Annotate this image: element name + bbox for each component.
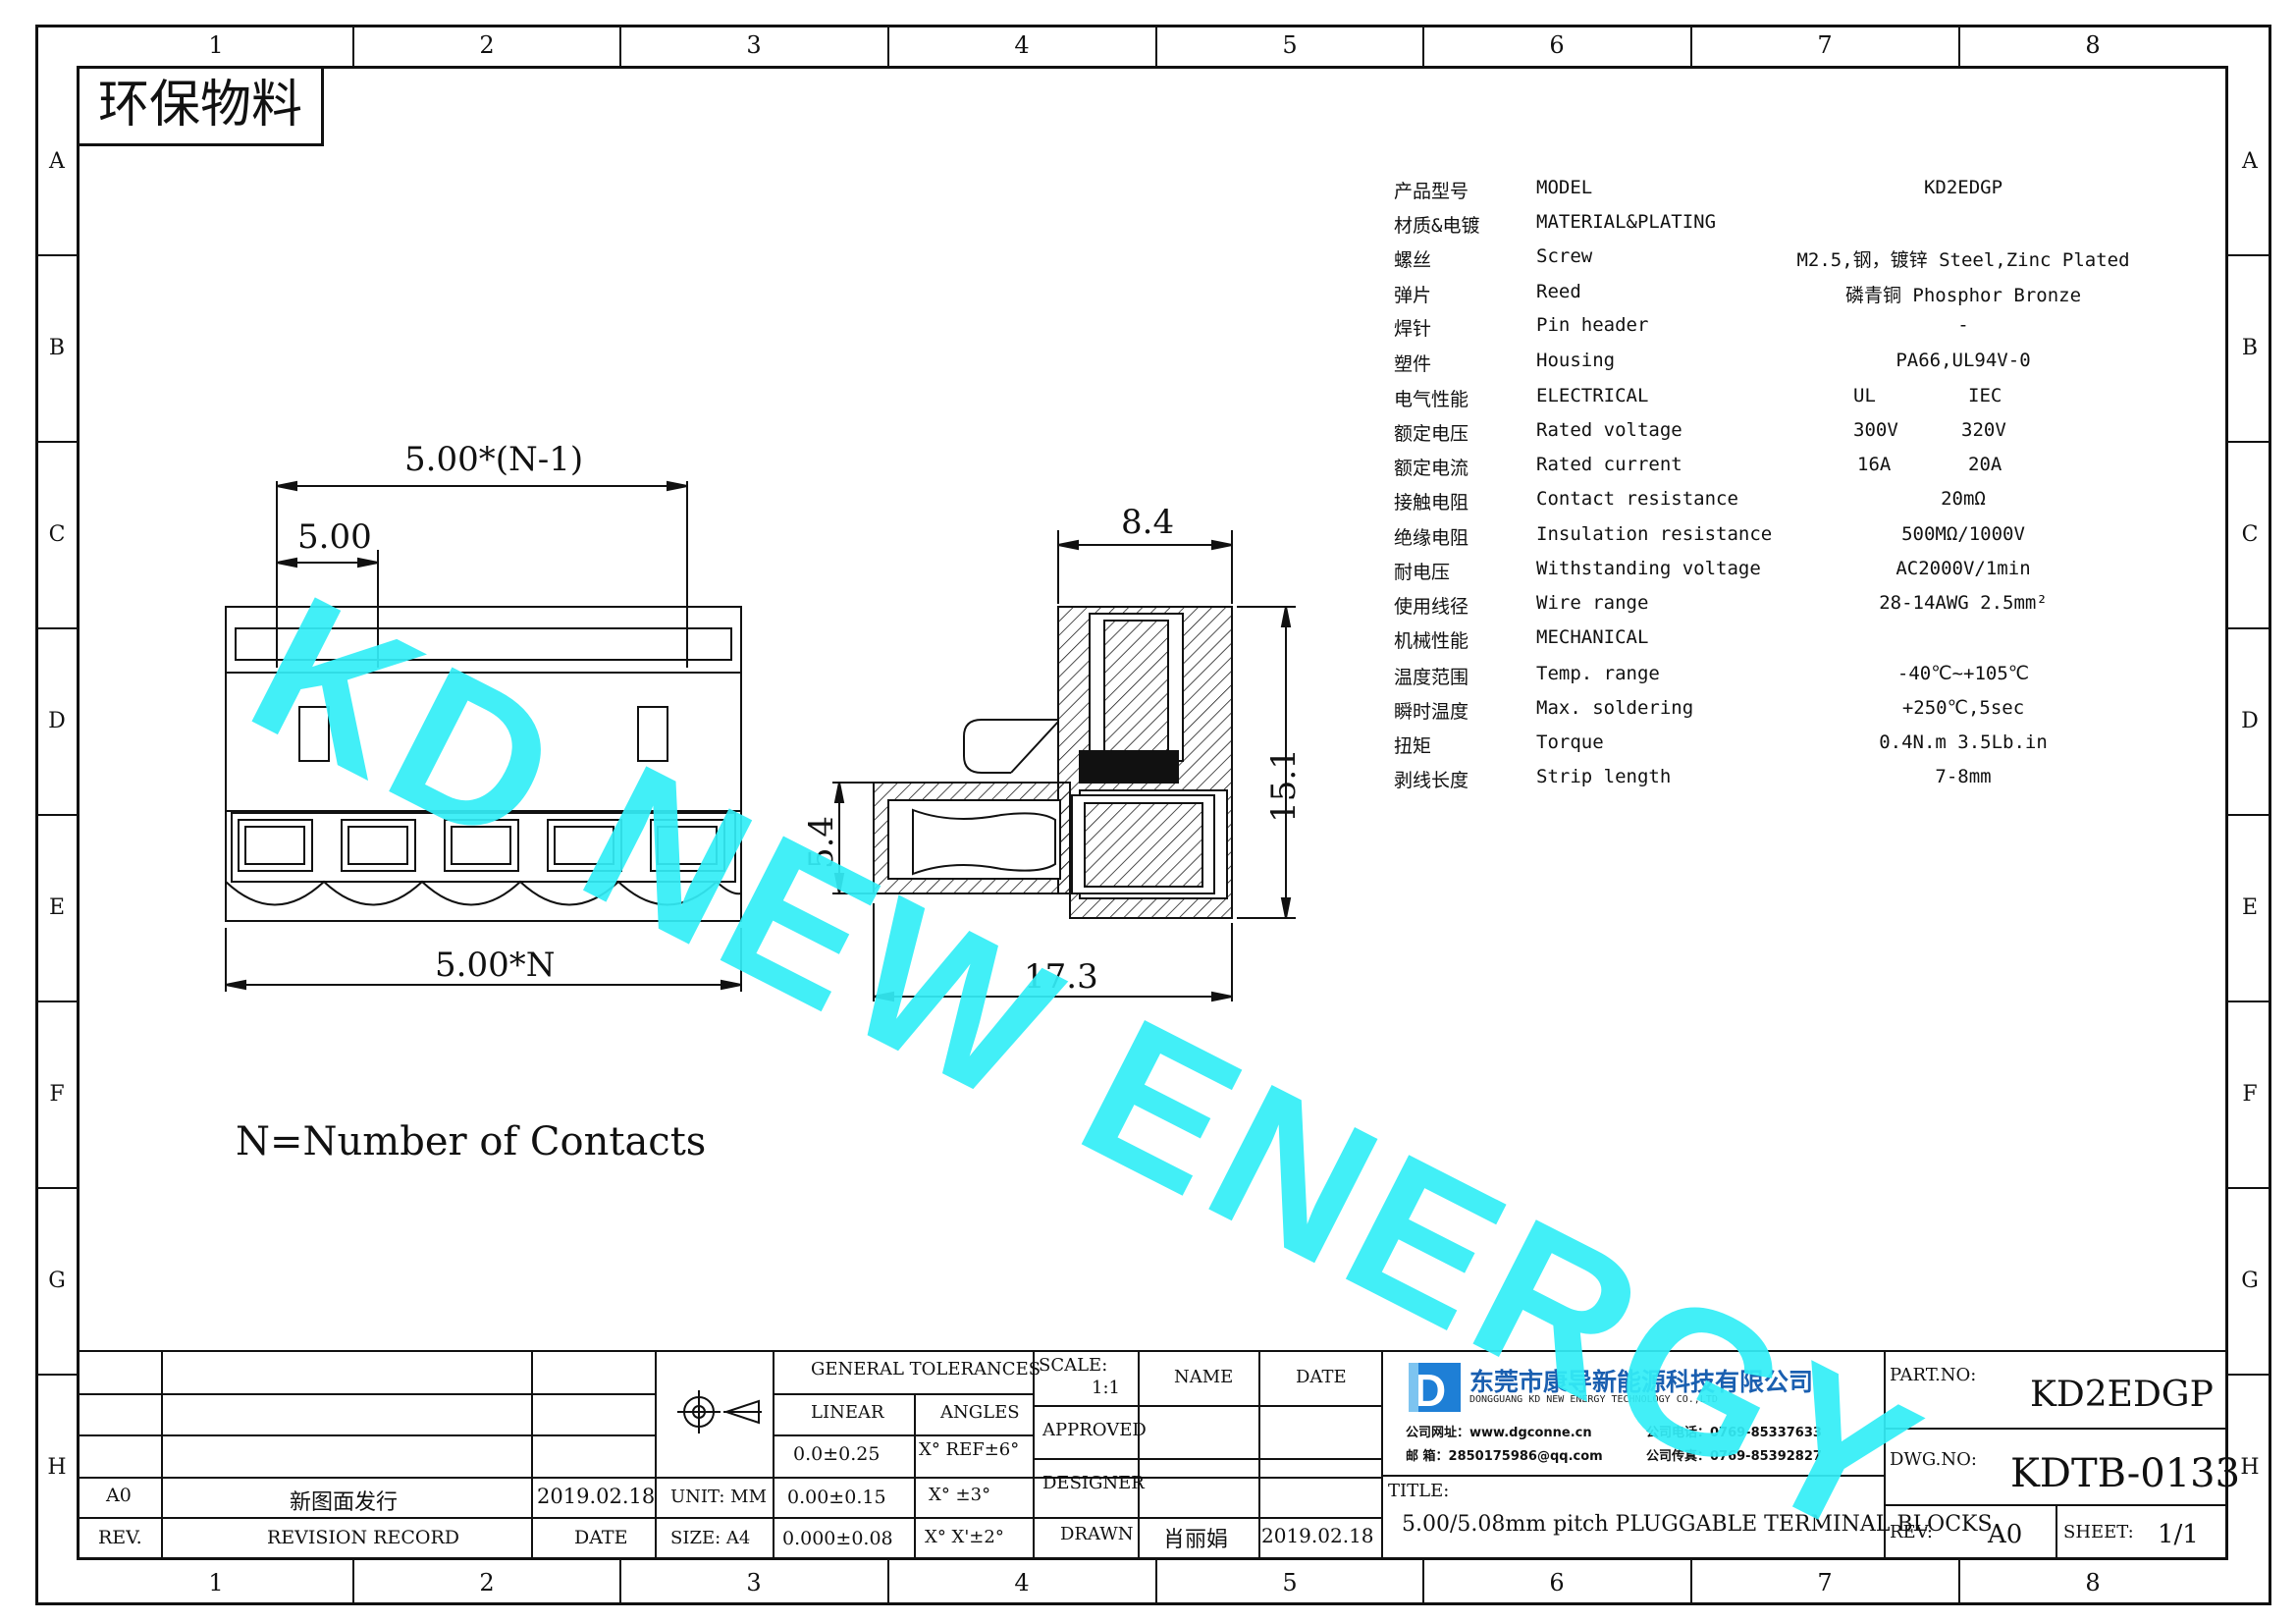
zone-col-8-bottom: 8 [2085, 1569, 2101, 1596]
tol-linear-1: 0.0±0.25 [793, 1443, 881, 1465]
part-no-value: KD2EDGP [2030, 1375, 2214, 1415]
contact-slots [238, 819, 725, 872]
company-email: 邮 箱：2850175986@qq.com [1406, 1449, 1603, 1464]
dwg-no-value: KDTB-0133 [2010, 1451, 2241, 1496]
sheet-value: 1/1 [2158, 1520, 2199, 1549]
drawing-frame-inner [77, 66, 2228, 1560]
zone-col-1: 1 [208, 31, 224, 59]
zone-row-C-right: C [2241, 522, 2259, 547]
zone-col-7-bottom: 7 [1817, 1569, 1833, 1596]
contacts-note: N=Number of Contacts [236, 1119, 707, 1164]
zone-row-F: F [49, 1082, 65, 1107]
eco-material-stamp: 环保物料 [77, 66, 324, 146]
rev2-label: REV: [1890, 1522, 1933, 1542]
drawn-date: 2019.02.18 [1261, 1524, 1374, 1547]
zone-col-5: 5 [1282, 31, 1298, 59]
tol-angle-2: X° ±3° [929, 1485, 991, 1505]
company-website: 公司网址：www.dgconne.cn [1406, 1426, 1592, 1440]
zone-row-A: A [49, 149, 65, 174]
part-no-label: PART.NO: [1890, 1365, 1977, 1385]
company-logo-icon: D [1409, 1363, 1461, 1416]
zone-col-2: 2 [479, 31, 495, 59]
dwg-no-label: DWG.NO: [1890, 1449, 1977, 1470]
company-fax: 公司传真：0769-85392827 [1646, 1449, 1822, 1464]
name-header: NAME [1174, 1367, 1234, 1387]
zone-col-6-bottom: 6 [1549, 1569, 1565, 1596]
zone-col-8: 8 [2085, 31, 2101, 59]
angles-label: ANGLES [940, 1402, 1020, 1423]
rev2-value: A0 [1988, 1520, 2023, 1549]
zone-col-4: 4 [1014, 31, 1030, 59]
company-name-cn: 东莞市康导新能源科技有限公司 [1469, 1368, 1814, 1396]
zone-row-E: E [48, 895, 66, 920]
zone-col-3-bottom: 3 [746, 1569, 762, 1596]
zone-row-F-right: F [2242, 1082, 2258, 1107]
drawn-label: DRAWN [1060, 1524, 1134, 1544]
tol-angle-1: X° REF±6° [919, 1439, 1020, 1460]
revision-date-value: 2019.02.18 [537, 1485, 656, 1508]
zone-row-B-right: B [2241, 336, 2259, 360]
drawn-name: 肖丽娟 [1163, 1528, 1229, 1552]
rev-value: A0 [106, 1485, 132, 1506]
designer-label: DESIGNER [1042, 1473, 1145, 1493]
dim-pitch: 5.00 [297, 517, 372, 557]
revision-record-label: REVISION RECORD [267, 1527, 459, 1548]
dim-top: 8.4 [1121, 503, 1175, 542]
zone-col-7: 7 [1817, 31, 1833, 59]
drawing-title: 5.00/5.08mm pitch PLUGGABLE TERMINAL BLO… [1402, 1512, 1993, 1537]
zone-row-E-right: E [2241, 895, 2259, 920]
zone-row-D-right: D [2241, 709, 2259, 733]
revision-record-value: 新图面发行 [290, 1490, 399, 1515]
zone-row-G-right: G [2241, 1269, 2259, 1293]
zone-col-2-bottom: 2 [479, 1569, 495, 1596]
drawing-frame-outer [35, 25, 2271, 1605]
dim-width: 5.00*N [435, 946, 556, 985]
zone-row-A-right: A [2242, 149, 2258, 174]
company-name-en: DONGGUANG KD NEW ENERGY TECHNOLOGY CO.,L… [1469, 1394, 1718, 1405]
zone-row-D: D [48, 709, 66, 733]
revision-date-label: DATE [574, 1527, 628, 1548]
general-tolerances: GENERAL TOLERANCES [811, 1359, 1041, 1380]
approved-label: APPROVED [1042, 1420, 1147, 1440]
company-phone: 公司电话：0769-85337633 [1646, 1426, 1822, 1440]
zone-row-C: C [48, 522, 66, 547]
zone-col-3: 3 [746, 31, 762, 59]
tol-linear-3: 0.000±0.08 [782, 1528, 893, 1549]
size-label: SIZE: A4 [670, 1528, 751, 1548]
zone-row-G: G [48, 1269, 66, 1293]
zone-col-5-bottom: 5 [1282, 1569, 1298, 1596]
zone-row-H: H [47, 1455, 67, 1480]
date-header: DATE [1296, 1367, 1347, 1387]
sheet-label: SHEET: [2063, 1522, 2134, 1542]
dim-depth: 17.3 [1024, 957, 1098, 997]
zone-row-H-right: H [2240, 1455, 2260, 1480]
tol-angle-3: X° X'±2° [925, 1527, 1004, 1547]
zone-row-B: B [48, 336, 66, 360]
scale-label: SCALE: [1039, 1355, 1108, 1376]
front-body [225, 606, 742, 922]
zone-col-6: 6 [1549, 31, 1565, 59]
dim-pitch-total: 5.00*(N-1) [404, 440, 584, 479]
rev-label: REV. [98, 1527, 142, 1548]
zone-col-1-bottom: 1 [208, 1569, 224, 1596]
unit-label: UNIT: MM [670, 1487, 768, 1507]
svg-text:D: D [1414, 1365, 1446, 1416]
linear-label: LINEAR [811, 1402, 884, 1423]
scale-value: 1:1 [1092, 1378, 1120, 1398]
zone-col-4-bottom: 4 [1014, 1569, 1030, 1596]
tol-linear-2: 0.00±0.15 [787, 1487, 886, 1508]
title-label: TITLE: [1388, 1481, 1450, 1501]
